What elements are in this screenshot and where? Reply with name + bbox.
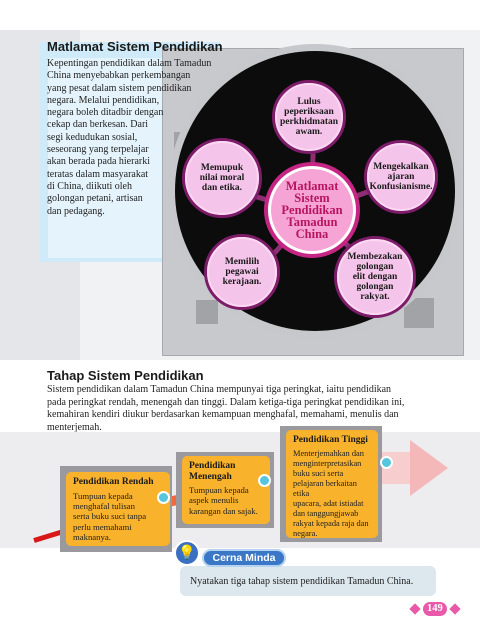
- level-box-tinggi: Pendidikan Tinggi Menterjemahkan dan men…: [286, 430, 378, 538]
- diamond-icon: [409, 603, 421, 615]
- section-title-matlamat: Matlamat Sistem Pendidikan: [47, 39, 223, 54]
- level-box-rendah: Pendidikan Rendah Tumpuan kepada menghaf…: [66, 472, 170, 546]
- level-title: Pendidikan Tinggi: [293, 435, 368, 445]
- lightbulb-icon: 💡: [174, 540, 200, 566]
- level-title: Pendidikan Rendah: [73, 477, 154, 487]
- diagram-node-memilih: Memilih pegawai kerajaan.: [204, 234, 280, 310]
- diagram-node-mengekalkan: Mengekalkan ajaran Konfusianisme.: [364, 140, 438, 214]
- connector-dot: [380, 456, 393, 469]
- cerna-minda-label: Cerna Minda: [202, 549, 286, 567]
- section-title-tahap: Tahap Sistem Pendidikan: [47, 368, 204, 383]
- level-title: Pendidikan Menengah: [189, 461, 236, 482]
- diamond-icon: [449, 603, 461, 615]
- section-paragraph-tahap: Sistem pendidikan dalam Tamadun China me…: [47, 384, 405, 433]
- section-paragraph-matlamat: Kepentingan pendidikan dalam Tamadun Chi…: [47, 58, 212, 217]
- diagram-center: Matlamat Sistem Pendidikan Tamadun China: [264, 162, 360, 258]
- cerna-minda-panel: [180, 566, 436, 596]
- diagram-node-lulus: Lulus peperiksaan perkhidmatan awam.: [272, 80, 346, 154]
- connector-dot: [157, 491, 170, 504]
- level-box-menengah: Pendidikan Menengah Tumpuan kepada aspek…: [182, 456, 270, 524]
- diagram-node-memupuk: Memupuk nilai moral dan etika.: [182, 138, 262, 218]
- cerna-minda-question: Nyatakan tiga tahap sistem pendidikan Ta…: [190, 576, 414, 587]
- diagram-node-membezakan: Membezakan golongan elit dengan golongan…: [334, 236, 416, 318]
- arrow-head: [410, 440, 448, 496]
- page-number: 149: [409, 602, 461, 616]
- diagram-center-label: Matlamat Sistem Pendidikan Tamadun China: [281, 179, 343, 241]
- connector-dot: [258, 474, 271, 487]
- decor-square: [196, 300, 218, 324]
